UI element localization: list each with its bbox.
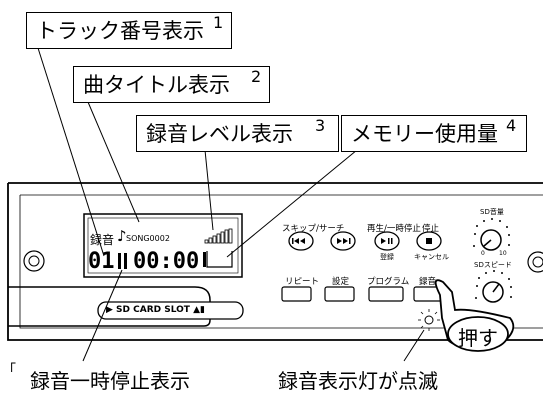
callout-number: 1 (213, 13, 224, 32)
lamp-rays (418, 309, 440, 331)
screw-left-icon (23, 250, 45, 272)
callout-label: 録音レベル表示 (146, 122, 293, 146)
callout-memory-usage: メモリー使用量 4 (341, 115, 527, 152)
settings-label: 設定 (332, 277, 350, 287)
lcd-rec-label: 録音 (90, 233, 115, 247)
callout-song-title: 曲タイトル表示 2 (73, 66, 270, 103)
register-label: 登録 (380, 253, 394, 261)
callout-number: 2 (251, 67, 262, 86)
repeat-button (281, 286, 312, 302)
sd-volume-label: SD音量 (480, 208, 504, 216)
dial-min: 0 (481, 250, 485, 257)
press-label: 押す (458, 326, 498, 350)
rec-lamp-label: 録音表示灯が点滅 (278, 369, 438, 393)
callout-label: 曲タイトル表示 (83, 73, 230, 97)
rec-pause-label: 録音一時停止表示 (30, 369, 190, 393)
lcd-track-number: 01 (88, 249, 115, 274)
corner-mark: 「 (2, 363, 16, 379)
leader-lines (37, 47, 425, 362)
callout-number: 4 (506, 116, 517, 135)
sd-speed-label: SDスピード (474, 261, 512, 269)
callout-record-level: 録音レベル表示 3 (136, 115, 339, 152)
stop-label: 停止 (422, 224, 440, 234)
music-note-icon: ♪ (117, 227, 127, 245)
record-label: 録音 (419, 277, 437, 287)
screw-right-icon (527, 251, 543, 273)
play-pause-label: 再生/一時停止 (367, 224, 421, 234)
play-pause-button (374, 231, 400, 251)
settings-button (324, 286, 355, 302)
memory-gauge (206, 251, 233, 268)
sd-volume-dial (480, 229, 502, 251)
sd-card-slot (97, 301, 244, 320)
record-lamp (424, 315, 434, 325)
sd-slot-label: ▶ SD CARD SLOT ▲▮ (106, 305, 205, 315)
press-hand-icon (434, 279, 515, 352)
skip-search-label: スキップ/サーチ (282, 224, 345, 234)
sd-speed-dial (482, 281, 504, 303)
dial-max: 10 (499, 250, 507, 257)
rec-pause-icon (118, 253, 121, 269)
callout-number: 3 (315, 116, 326, 135)
level-meter-bars (204, 228, 233, 244)
program-label: プログラム (367, 277, 410, 287)
callout-track-number: トラック番号表示 1 (26, 12, 232, 49)
cancel-label: キャンセル (414, 253, 449, 261)
program-button (368, 286, 404, 302)
repeat-label: リピート (285, 277, 320, 287)
callout-label: トラック番号表示 (36, 19, 204, 43)
lcd-time: 00:00 (133, 249, 200, 274)
callout-label: メモリー使用量 (351, 122, 498, 146)
lcd-song-name: SONG0002 (126, 234, 170, 243)
